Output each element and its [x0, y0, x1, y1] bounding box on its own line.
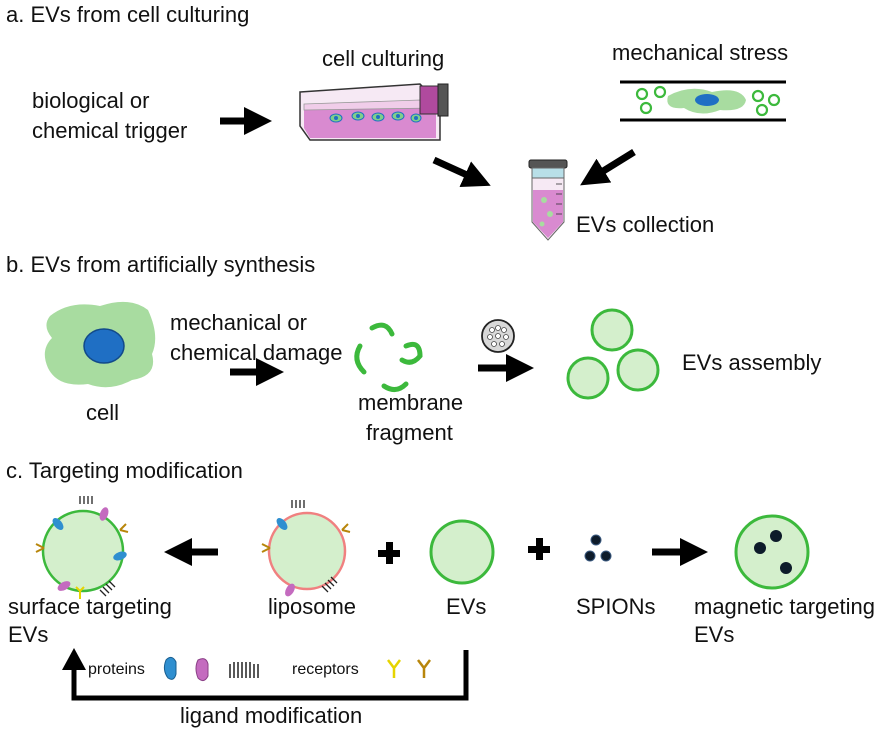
collection-label: EVs collection	[576, 212, 714, 237]
receptor-legend-icons	[387, 659, 431, 678]
fragment-label-line2: fragment	[366, 420, 453, 445]
mechanical-stress-channel-icon	[620, 80, 786, 122]
receptors-label: receptors	[292, 661, 359, 678]
magnetic-label-line2: EVs	[694, 622, 734, 647]
section-b-title: b. EVs from artificially synthesis	[6, 252, 315, 277]
evs-label: EVs	[446, 594, 486, 619]
surface-label-line1: surface targeting	[8, 594, 172, 619]
membrane-fragment-icon	[354, 322, 423, 392]
ligand-label: ligand modification	[180, 703, 362, 728]
spions-icon	[584, 534, 612, 562]
surface-targeting-ev-icon	[35, 496, 129, 599]
culturing-label: cell culturing	[322, 46, 444, 71]
trigger-label-line1: biological or	[32, 88, 149, 113]
damage-label-line1: mechanical or	[170, 310, 307, 335]
damage-label-line2: chemical damage	[170, 340, 342, 365]
collection-tube-icon	[528, 159, 568, 241]
culture-flask-icon	[299, 83, 449, 141]
liposome-icon	[261, 500, 351, 597]
proteins-label: proteins	[88, 661, 145, 678]
ev-icon	[429, 519, 495, 585]
trigger-label-line2: chemical trigger	[32, 118, 187, 143]
cell-icon	[44, 301, 156, 388]
spions-label: SPIONs	[576, 594, 655, 619]
assembly-label: EVs assembly	[682, 350, 821, 375]
surface-label-line2: EVs	[8, 622, 48, 647]
nanoparticle-icon	[481, 319, 515, 353]
section-c-title: c. Targeting modification	[6, 458, 243, 483]
liposome-label: liposome	[268, 594, 356, 619]
fragment-label-line1: membrane	[358, 390, 463, 415]
evs-assembly-icon	[566, 308, 660, 400]
arrow-up-icon	[62, 648, 86, 670]
protein-legend-icons	[163, 656, 259, 682]
plus-icon	[378, 542, 400, 564]
section-a-title: a. EVs from cell culturing	[6, 2, 249, 27]
cell-label: cell	[86, 400, 119, 425]
arrow-flask-to-tube	[432, 156, 491, 187]
arrow-stress-to-tube	[580, 149, 636, 186]
plus-icon	[528, 538, 550, 560]
magnetic-targeting-ev-icon	[734, 514, 810, 590]
ligand-modification-loop	[62, 648, 469, 701]
magnetic-label-line1: magnetic targeting	[694, 594, 875, 619]
stress-label: mechanical stress	[612, 40, 788, 65]
